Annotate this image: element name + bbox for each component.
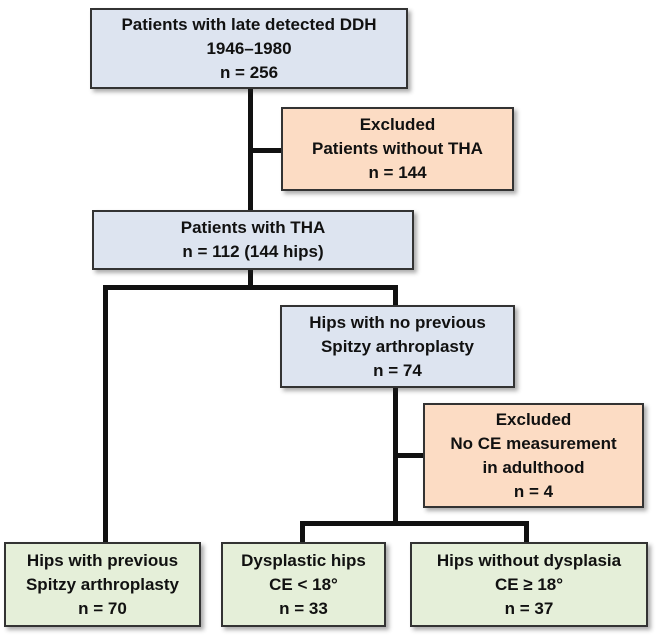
box-text-line: n = 74: [373, 360, 422, 380]
connector-to-dysplastic: [300, 521, 305, 542]
box-text-line: Hips with no previous: [309, 312, 486, 332]
box-text-line: Excluded: [359, 115, 436, 134]
flow-box-no-dysplasia: Hips without dysplasia CE ≥ 18° n = 37: [410, 542, 648, 627]
flow-box-excluded-no-ce: Excluded No CE measurement in adulthood …: [423, 403, 644, 508]
box-text-line: Excluded: [495, 409, 572, 429]
box-text-line: Hips with previous: [26, 550, 179, 570]
box-text-line: 1946–1980: [206, 38, 292, 58]
flow-box-dysplastic: Dysplastic hips CE < 18° n = 33: [221, 542, 386, 627]
box-text-line: Patients without THA: [312, 139, 483, 158]
box-text-line: n = 37: [504, 598, 554, 618]
connector-branch-tha: [103, 285, 398, 290]
box-text-line: n = 70: [78, 598, 127, 618]
flow-box-no-previous-spitzy: Hips with no previous Spitzy arthroplast…: [280, 305, 515, 388]
box-text-line: CE ≥ 18°: [494, 574, 564, 594]
connector-to-previous-spitzy: [103, 285, 108, 542]
connector-to-no-previous-spitzy: [393, 285, 398, 305]
flow-box-previous-spitzy: Hips with previous Spitzy arthroplasty n…: [4, 542, 201, 627]
connector-tha-down: [248, 268, 253, 290]
box-text-line: Dysplastic hips: [241, 550, 366, 570]
box-text-line: n = 112 (144 hips): [182, 242, 324, 261]
box-text-line: n = 4: [513, 481, 554, 501]
box-text-line: Patients with THA: [180, 218, 326, 237]
connector-stub-excluded-no-ce: [396, 453, 423, 458]
connector-no-previous-spitzy-down: [393, 386, 398, 526]
box-text-line: Patients with late detected DDH: [121, 14, 377, 34]
connector-branch-ce: [300, 521, 529, 526]
box-text-line: Hips without dysplasia: [436, 550, 622, 570]
connector-stub-excluded-no-tha: [250, 148, 281, 153]
flow-box-excluded-no-tha: Excluded Patients without THA n = 144: [281, 107, 514, 191]
box-text-line: Spitzy arthroplasty: [320, 336, 475, 356]
box-text-line: n = 144: [368, 163, 427, 182]
flow-box-late-ddh: Patients with late detected DDH 1946–198…: [90, 8, 408, 89]
box-text-line: n = 256: [219, 62, 279, 82]
box-text-line: in adulthood: [482, 457, 585, 477]
box-text-line: n = 33: [279, 598, 328, 618]
flow-box-tha: Patients with THA n = 112 (144 hips): [92, 210, 414, 270]
box-text-line: Spitzy arthroplasty: [25, 574, 180, 594]
connector-to-no-dysplasia: [524, 521, 529, 542]
box-text-line: CE < 18°: [269, 574, 338, 594]
box-text-line: No CE measurement: [450, 433, 617, 453]
